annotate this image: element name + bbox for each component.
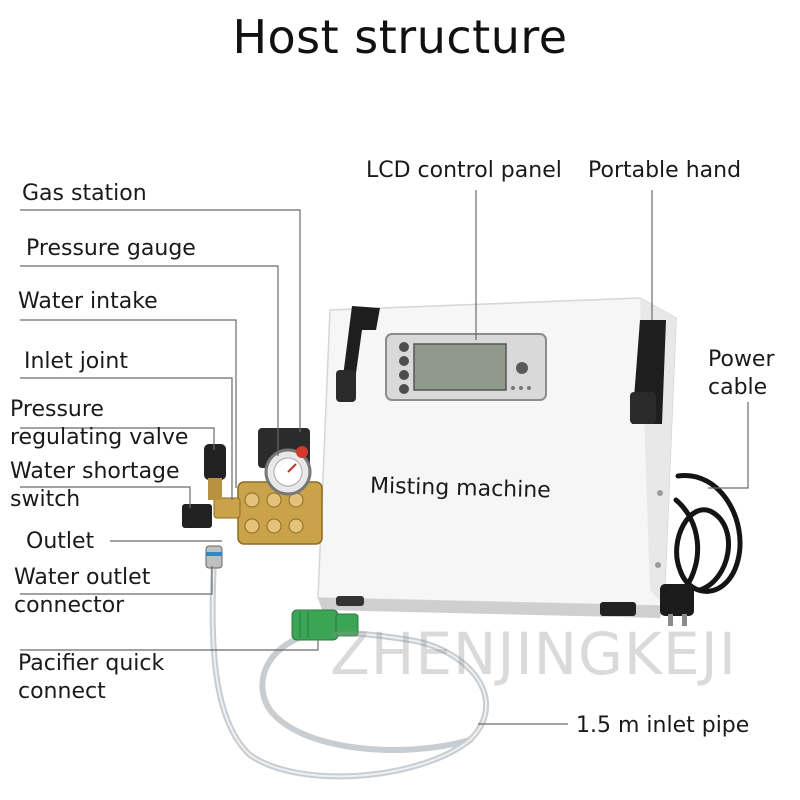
pressure-gauge [264, 448, 312, 496]
label-water-outlet-connector-line2: connector [14, 593, 125, 618]
power-cable [673, 473, 743, 594]
label-water-intake: Water intake [18, 289, 158, 314]
label-pacifier-quick-connect-line1: Pacifier quick [18, 651, 165, 676]
label-portable-hand: Portable hand [588, 158, 742, 183]
machine-name-text: Misting machine [369, 473, 552, 504]
pacifier-quick-connect [291, 609, 359, 641]
label-pacifier-quick-connect-line2: connect [18, 679, 106, 704]
pressure-regulating-valve [204, 444, 226, 500]
label-pressure-regulating-valve-line2: regulating valve [10, 425, 189, 450]
label-water-shortage-switch-line1: Water shortage [10, 459, 180, 484]
label-lcd-control-panel: LCD control panel [366, 158, 562, 183]
handle-right [630, 320, 666, 424]
lcd-control-panel [385, 333, 547, 401]
label-power-cable-line2: cable [708, 375, 768, 400]
label-gas-station: Gas station [22, 181, 147, 206]
label-power-cable-line1: Power [708, 347, 775, 372]
page-title: Host structure [232, 10, 568, 64]
label-inlet-joint: Inlet joint [24, 349, 128, 374]
water-shortage-switch [182, 504, 212, 528]
label-water-shortage-switch-line2: switch [10, 487, 81, 512]
water-outlet-connector [205, 545, 223, 569]
label-water-outlet-connector-line1: Water outlet [14, 565, 151, 590]
label-pressure-regulating-valve-line1: Pressure [10, 397, 104, 422]
watermark: ZHENJINGKEJI [330, 620, 737, 688]
label-outlet: Outlet [26, 529, 95, 554]
label-pressure-gauge: Pressure gauge [26, 236, 196, 261]
label-inlet-pipe: 1.5 m inlet pipe [576, 713, 750, 738]
leader-lines [20, 190, 749, 725]
gas-station-cap [296, 446, 308, 458]
handle-left [336, 306, 380, 402]
power-plug [660, 584, 694, 626]
